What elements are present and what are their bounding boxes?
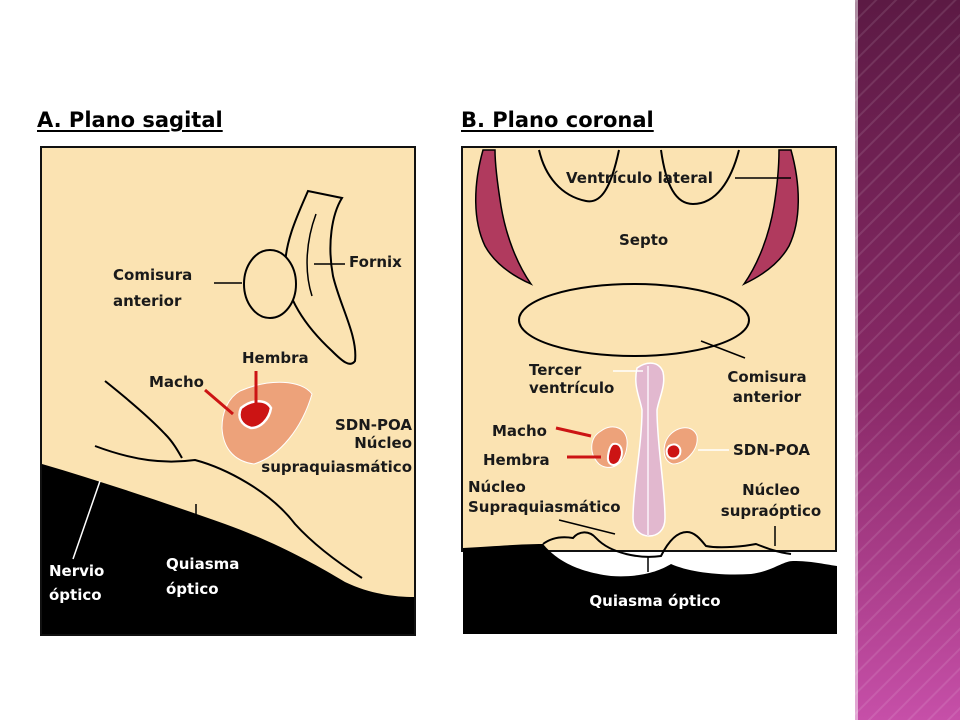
- coronal-ventral-dark-region: [463, 544, 837, 634]
- septum-left-outline: [538, 149, 620, 203]
- panel-a-title: A. Plano sagital: [37, 108, 223, 132]
- strip-edge: [855, 0, 858, 720]
- comisura-b-label-line2: anterior: [733, 388, 802, 406]
- supraquiasmatico-label: supraquiasmático: [261, 458, 412, 476]
- septo-label: Septo: [619, 231, 668, 249]
- comisura-b-label-line1: Comisura: [727, 368, 806, 386]
- ventriculo-lateral-label: Ventrículo lateral: [566, 169, 713, 187]
- right-lateral-ventricle: [741, 149, 800, 286]
- nucleo-supraoptico-label-line2: supraóptico: [721, 502, 821, 520]
- strip-pattern: [855, 0, 960, 720]
- macho-b-leader: [555, 426, 592, 438]
- nervio-leader: [72, 480, 101, 560]
- nucleo-label: Núcleo: [354, 434, 412, 452]
- anterior-commissure: [243, 249, 297, 319]
- quiasma-label-line1: Quiasma: [166, 555, 239, 573]
- sdn-poa-b-label: SDN-POA: [733, 441, 810, 459]
- nucleo-b-label-line1: Núcleo: [468, 478, 526, 496]
- hembra-label: Hembra: [242, 349, 309, 367]
- left-male-nucleus: [606, 442, 623, 466]
- coronal-diagram: Ventrículo lateral Septo Tercer ventrícu…: [461, 146, 837, 634]
- optic-chiasm-outline: [94, 445, 363, 579]
- comisura-b-leader: [700, 340, 746, 359]
- comisura-label-line1: Comisura: [113, 266, 192, 284]
- septum-right-outline: [660, 149, 740, 206]
- nucleo-supraq-leader: [558, 519, 616, 535]
- panel-b-title: B. Plano coronal: [461, 108, 654, 132]
- left-lateral-ventricle: [474, 149, 534, 286]
- macho-leader: [204, 388, 234, 416]
- nervio-label-line1: Nervio: [49, 562, 104, 580]
- macho-b-label: Macho: [492, 422, 547, 440]
- tercer-label-line2: ventrículo: [529, 379, 614, 397]
- nucleo-b-label-line2: Supraquiasmático: [468, 498, 621, 516]
- macho-label: Macho: [149, 373, 204, 391]
- sdn-poa-label: SDN-POA: [335, 416, 412, 434]
- tercer-label-line1: Tercer: [529, 361, 582, 379]
- hypothalamus-contour: [104, 380, 183, 459]
- coronal-chiasm-outline: [542, 530, 792, 558]
- ventral-dark-region: [42, 464, 414, 634]
- quiasma-optico-b-label: Quiasma óptico: [589, 592, 720, 610]
- male-nucleus: [238, 400, 273, 430]
- hembra-b-label: Hembra: [483, 451, 550, 469]
- right-male-nucleus: [665, 443, 682, 460]
- fornix-label: Fornix: [349, 253, 402, 271]
- sagittal-diagram: Fornix Comisura anterior Hembra Macho SD…: [40, 146, 416, 636]
- coronal-anterior-commissure: [518, 283, 750, 357]
- sdn-poa-nucleus: [221, 381, 313, 465]
- nucleo-supraoptico-label-line1: Núcleo: [742, 481, 800, 499]
- decorative-side-strip: [855, 0, 960, 720]
- comisura-label-line2: anterior: [113, 292, 182, 310]
- nervio-label-line2: óptico: [49, 586, 102, 604]
- fornix-inner-line: [306, 213, 317, 297]
- quiasma-label-line2: óptico: [166, 580, 219, 598]
